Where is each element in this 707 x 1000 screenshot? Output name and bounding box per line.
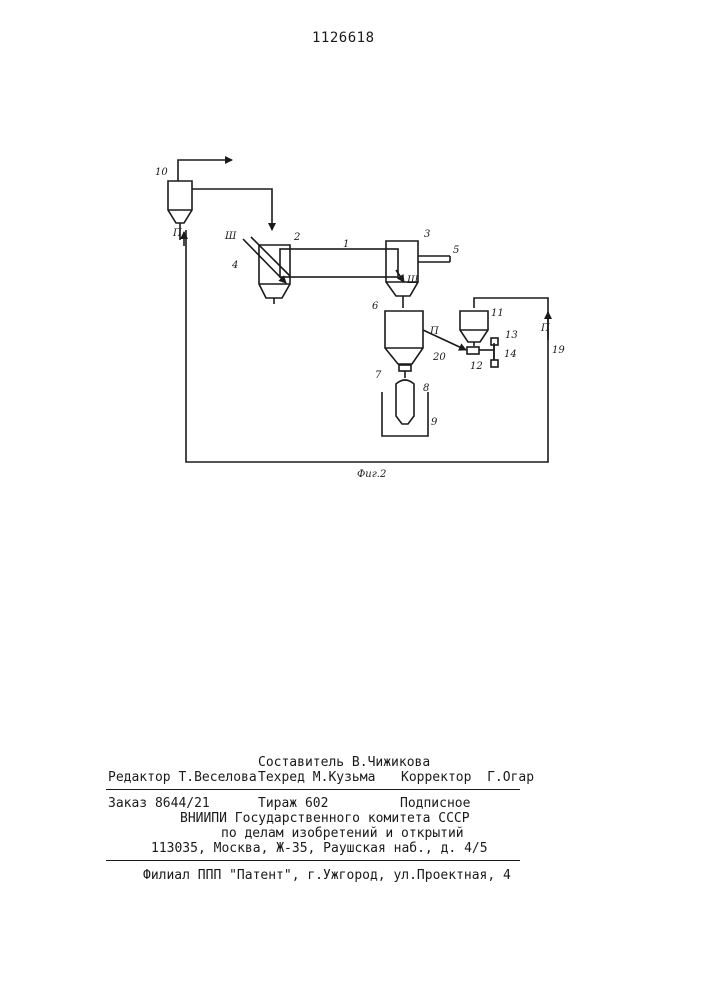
org-address: 113035, Москва, Ж-35, Раушская наб., д. … — [151, 841, 488, 856]
org-line-2: по делам изобретений и открытий — [221, 826, 464, 841]
label-5: 5 — [453, 245, 459, 256]
circulation: Тираж 602 — [258, 796, 328, 811]
corrector: Корректор Г.Огар — [401, 770, 534, 785]
label-10: 10 — [155, 167, 168, 178]
bunker-6 — [385, 311, 423, 364]
label-4: 4 — [231, 260, 238, 271]
label-14: 14 — [504, 349, 517, 360]
label-13: 13 — [505, 330, 518, 341]
label-6: 6 — [372, 301, 379, 312]
divider-top — [106, 789, 520, 790]
bath-9 — [382, 392, 428, 436]
label-1: 1 — [343, 239, 349, 250]
figure-caption: Фиг.2 — [357, 469, 386, 480]
cyclone-10 — [168, 181, 192, 223]
label-sh-mid: Ш — [406, 275, 419, 286]
techred: Техред М.Кузьма — [258, 770, 375, 785]
label-2: 2 — [293, 232, 300, 243]
label-12: 12 — [470, 361, 483, 372]
compiler: Составитель В.Чижикова — [258, 755, 430, 770]
bunker-11 — [460, 311, 488, 342]
label-20: 20 — [432, 352, 446, 363]
label-8: 8 — [423, 383, 429, 394]
label-sh-left: Ш — [224, 231, 237, 242]
label-3: 3 — [424, 229, 430, 240]
label-19: 19 — [552, 345, 565, 356]
drum-1 — [280, 249, 398, 277]
label-11: 11 — [491, 308, 504, 319]
branch-address: Филиал ППП "Патент", г.Ужгород, ул.Проек… — [143, 868, 511, 883]
device-14 — [491, 360, 498, 367]
editor: Редактор Т.Веселова — [108, 770, 257, 785]
vessel-8 — [396, 380, 414, 424]
subscription: Подписное — [400, 796, 470, 811]
label-p-left: П — [172, 228, 182, 239]
label-p-mid: П — [429, 326, 439, 337]
order-number: Заказ 8644/21 — [108, 796, 210, 811]
label-9: 9 — [431, 417, 438, 428]
divider-bottom — [106, 860, 520, 861]
label-p-right: П — [540, 323, 550, 334]
process-diagram: 10 П 2 1 3 5 Ш 4 Ш 6 П 20 7 8 9 11 12 13… — [0, 0, 707, 500]
label-7: 7 — [375, 370, 382, 381]
org-line-1: ВНИИПИ Государственного комитета СССР — [180, 811, 470, 826]
